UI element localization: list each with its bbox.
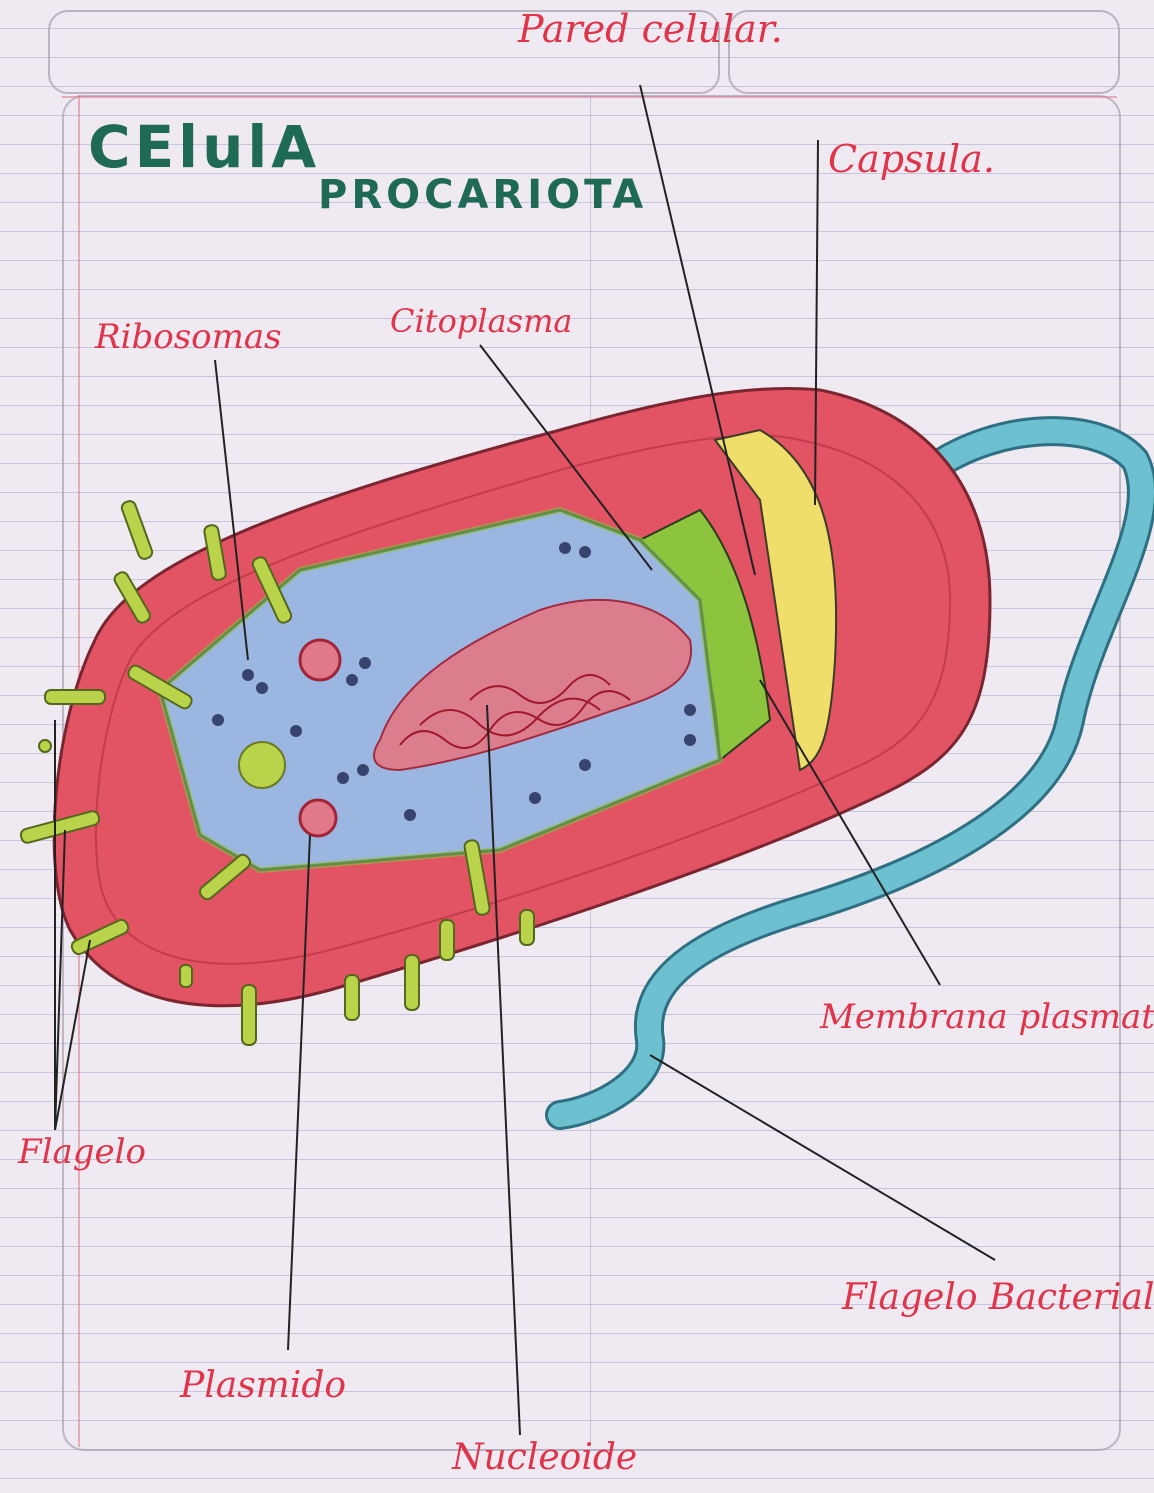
label-ribosomas: Ribosomas bbox=[95, 320, 282, 354]
label-pared-celular: Pared celular. bbox=[518, 10, 783, 48]
diagram-title-line1: CElulA bbox=[88, 118, 320, 176]
label-membrana-plasmatica: Membrana plasmatica bbox=[820, 1000, 1154, 1034]
label-capsula: Capsula. bbox=[828, 140, 995, 178]
plasmid bbox=[300, 640, 340, 680]
plasmid bbox=[300, 800, 336, 836]
label-plasmido: Plasmido bbox=[180, 1368, 346, 1404]
label-flagelo: Flagelo bbox=[18, 1135, 146, 1169]
label-nucleoide: Nucleoide bbox=[452, 1440, 637, 1476]
label-flagelo-bacterial: Flagelo Bacterial bbox=[842, 1280, 1154, 1316]
inclusion-body bbox=[239, 742, 285, 788]
label-citoplasma: Citoplasma bbox=[390, 305, 572, 337]
diagram-title-line2: PROCARIOTA bbox=[318, 175, 647, 215]
